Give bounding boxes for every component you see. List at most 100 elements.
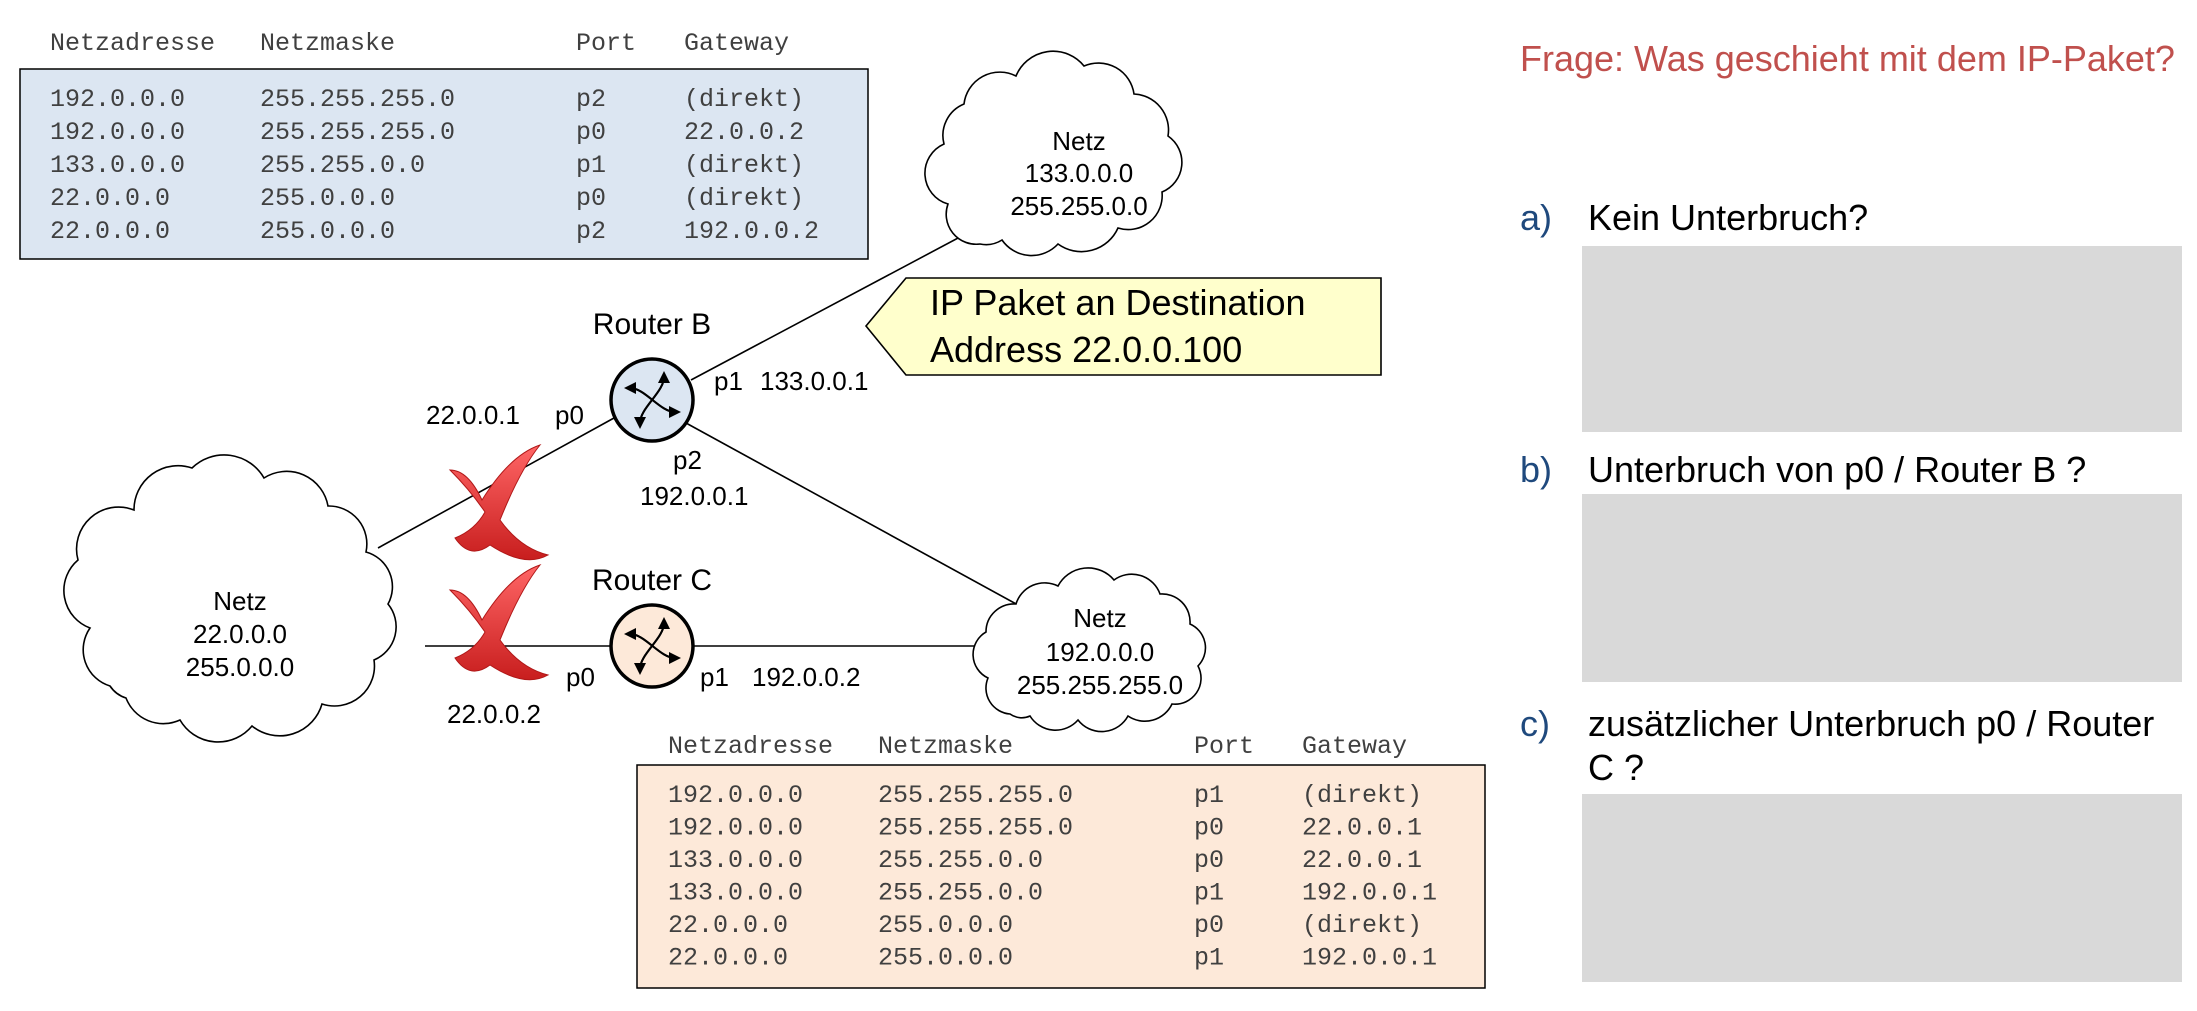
router-c: Router C p0 22.0.0.2 p1 192.0.0.2 [447,564,860,729]
net22-line3: 255.0.0.0 [186,652,294,682]
question-c-letter: c) [1520,703,1550,744]
answer-box-a[interactable] [1582,246,2182,432]
net192-line2: 192.0.0.0 [1046,637,1154,667]
link-router-b-net133 [690,228,976,381]
table-cell-netzadresse: 22.0.0.0 [668,944,788,973]
router-b-arrows-icon [624,371,681,429]
router-c-p0-ip: 22.0.0.2 [447,699,541,729]
table-cell-gateway: (direkt) [1302,911,1422,940]
router-c-p1-ip: 192.0.0.2 [752,662,860,692]
router-b-p1-ip: 133.0.0.1 [760,366,868,396]
table-cell-gateway: (direkt) [684,85,804,114]
table-cell-netzadresse: 192.0.0.0 [668,814,803,843]
net22-line1: Netz [213,586,266,616]
router-c-header-netzmaske: Netzmaske [878,732,1013,761]
table-cell-netzadresse: 192.0.0.0 [668,781,803,810]
cloud-net-133: Netz 133.0.0.0 255.255.0.0 [924,50,1183,257]
table-cell-gateway: (direkt) [684,184,804,213]
router-b: Router B 22.0.0.1 p0 p1 133.0.0.1 p2 192… [426,308,868,511]
break-mark-router-b-p0 [448,443,550,561]
router-b-name: Router B [593,308,711,341]
table-cell-port: p1 [1194,781,1224,810]
router-b-p1-label: p1 [714,366,743,396]
table-cell-netzadresse: 22.0.0.0 [668,911,788,940]
table-cell-netzmaske: 255.255.255.0 [260,118,455,147]
router-c-arrows-icon [624,617,681,675]
table-cell-netzmaske: 255.0.0.0 [260,217,395,246]
question-item-a: a) Kein Unterbruch? [1520,196,2182,436]
table-cell-netzmaske: 255.0.0.0 [260,184,395,213]
router-b-table-rows: 192.0.0.0 255.255.255.0 p2 (direkt) 192.0.0.… [50,85,819,246]
router-c-header-gateway: Gateway [1302,732,1407,761]
callout-line2: Address 22.0.0.100 [930,329,1242,370]
table-cell-gateway: 22.0.0.1 [1302,846,1422,875]
net192-line1: Netz [1073,603,1126,633]
cloud-net-22: Netz 22.0.0.0 255.0.0.0 [63,454,397,743]
net133-line3: 255.255.0.0 [1010,191,1147,221]
table-cell-netzadresse: 133.0.0.0 [668,879,803,908]
table-row: 192.0.0.0 255.255.255.0 p0 22.0.0.1 [668,814,1422,843]
router-c-p1-label: p1 [700,662,729,692]
router-b-p2-ip: 192.0.0.1 [640,481,748,511]
table-cell-netzadresse: 192.0.0.0 [50,118,185,147]
router-c-p0-label: p0 [566,662,595,692]
router-c-table-header: Netzadresse Netzmaske Port Gateway [668,732,1407,761]
router-b-header-netzmaske: Netzmaske [260,29,395,58]
table-cell-netzmaske: 255.255.255.0 [260,85,455,114]
table-cell-netzmaske: 255.255.255.0 [878,814,1073,843]
table-cell-netzadresse: 192.0.0.0 [50,85,185,114]
table-row: 22.0.0.0 255.0.0.0 p0 (direkt) [50,184,804,213]
table-cell-port: p2 [576,217,606,246]
table-cell-netzadresse: 22.0.0.0 [50,217,170,246]
router-c-header-netzadresse: Netzadresse [668,732,833,761]
table-cell-port: p0 [1194,846,1224,875]
table-cell-netzadresse: 133.0.0.0 [668,846,803,875]
router-b-p0-ip: 22.0.0.1 [426,400,520,430]
table-cell-port: p1 [1194,879,1224,908]
table-cell-netzmaske: 255.255.0.0 [878,879,1043,908]
table-cell-gateway: 22.0.0.1 [1302,814,1422,843]
table-cell-netzmaske: 255.0.0.0 [878,911,1013,940]
question-panel: Frage: Was geschieht mit dem IP-Paket? a… [1520,36,2182,996]
router-b-p0-label: p0 [555,400,584,430]
table-cell-gateway: (direkt) [684,151,804,180]
table-cell-port: p1 [576,151,606,180]
table-cell-netzmaske: 255.255.0.0 [878,846,1043,875]
question-b-letter: b) [1520,449,1553,490]
table-cell-port: p0 [1194,911,1224,940]
table-cell-gateway: 22.0.0.2 [684,118,804,147]
table-cell-port: p1 [1194,944,1224,973]
net133-line1: Netz [1052,126,1105,156]
table-row: 133.0.0.0 255.255.0.0 p1 (direkt) [50,151,804,180]
table-cell-port: p2 [576,85,606,114]
table-cell-netzadresse: 133.0.0.0 [50,151,185,180]
table-row: 133.0.0.0 255.255.0.0 p1 192.0.0.1 [668,879,1437,908]
question-title: Frage: Was geschieht mit dem IP-Paket? [1520,38,2175,79]
answer-box-b[interactable] [1582,494,2182,682]
table-row: 22.0.0.0 255.0.0.0 p0 (direkt) [668,911,1422,940]
router-b-header-gateway: Gateway [684,29,789,58]
table-cell-gateway: 192.0.0.1 [1302,879,1437,908]
callout-line1: IP Paket an Destination [930,282,1306,323]
table-cell-netzadresse: 22.0.0.0 [50,184,170,213]
cloud-net-192: Netz 192.0.0.0 255.255.255.0 [972,567,1207,733]
answer-box-c[interactable] [1582,794,2182,982]
router-b-table-box [19,68,869,260]
table-cell-port: p0 [1194,814,1224,843]
router-c-header-port: Port [1194,732,1254,761]
table-cell-gateway: (direkt) [1302,781,1422,810]
table-row: 133.0.0.0 255.255.0.0 p0 22.0.0.1 [668,846,1422,875]
router-b-header-netzadresse: Netzadresse [50,29,215,58]
router-c-name: Router C [592,564,712,597]
question-a-letter: a) [1520,197,1553,238]
question-b-text: Unterbruch von p0 / Router B ? [1588,449,2087,490]
table-cell-netzmaske: 255.255.0.0 [260,151,425,180]
net22-line2: 22.0.0.0 [193,619,287,649]
net192-line3: 255.255.255.0 [1017,670,1183,700]
table-cell-port: p0 [576,184,606,213]
